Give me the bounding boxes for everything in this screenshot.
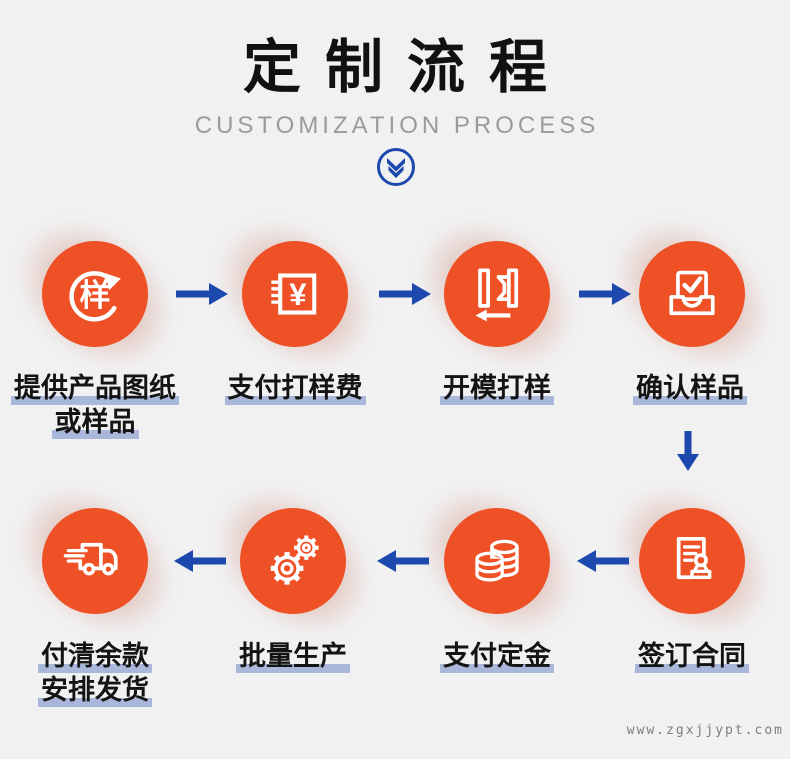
step-pay-sample-fee: ¥: [187, 189, 403, 399]
arrow-right-icon: [377, 281, 431, 312]
step-open-mold: [389, 189, 605, 399]
arrow-right-icon: [577, 281, 631, 312]
step-label: 批量生产: [198, 639, 388, 673]
step-confirm-sample: [584, 189, 790, 399]
step-label: 签订合同: [597, 639, 787, 673]
contract-stamp-icon: [639, 508, 745, 614]
invoice-yen-icon: ¥: [242, 241, 348, 347]
step-mass-production: [185, 456, 401, 666]
step-label: 付清余款 安排发货: [0, 639, 190, 707]
coin-stacks-icon: [444, 508, 550, 614]
step-pay-balance-ship: [0, 456, 203, 666]
sample-cycle-icon: 样: [42, 241, 148, 347]
arrow-left-icon: [377, 548, 431, 579]
arrow-right-icon: [174, 281, 228, 312]
step-label: 开模打样: [402, 371, 592, 405]
step-label: 支付打样费: [200, 371, 390, 405]
page-subtitle: CUSTOMIZATION PROCESS: [194, 112, 600, 139]
arrow-left-icon: [174, 548, 228, 579]
arrow-left-icon: [577, 548, 631, 579]
confirm-tray-icon: [639, 241, 745, 347]
double-chevron-down-icon: [375, 146, 417, 188]
step-provide-sample: 样: [0, 189, 203, 399]
delivery-truck-icon: [42, 508, 148, 614]
gears-icon: [240, 508, 346, 614]
step-sign-contract: [584, 456, 790, 666]
step-label: 提供产品图纸 或样品: [0, 371, 190, 439]
step-pay-deposit: [389, 456, 605, 666]
step-label: 支付定金: [402, 639, 592, 673]
arrow-down-icon: [675, 429, 701, 476]
mold-icon: [444, 241, 550, 347]
svg-text:样: 样: [79, 278, 110, 313]
website-watermark: www.zgxjjypt.com: [626, 723, 784, 738]
step-label: 确认样品: [595, 371, 785, 405]
page-title: 定制流程: [242, 35, 571, 100]
svg-text:¥: ¥: [289, 277, 307, 312]
